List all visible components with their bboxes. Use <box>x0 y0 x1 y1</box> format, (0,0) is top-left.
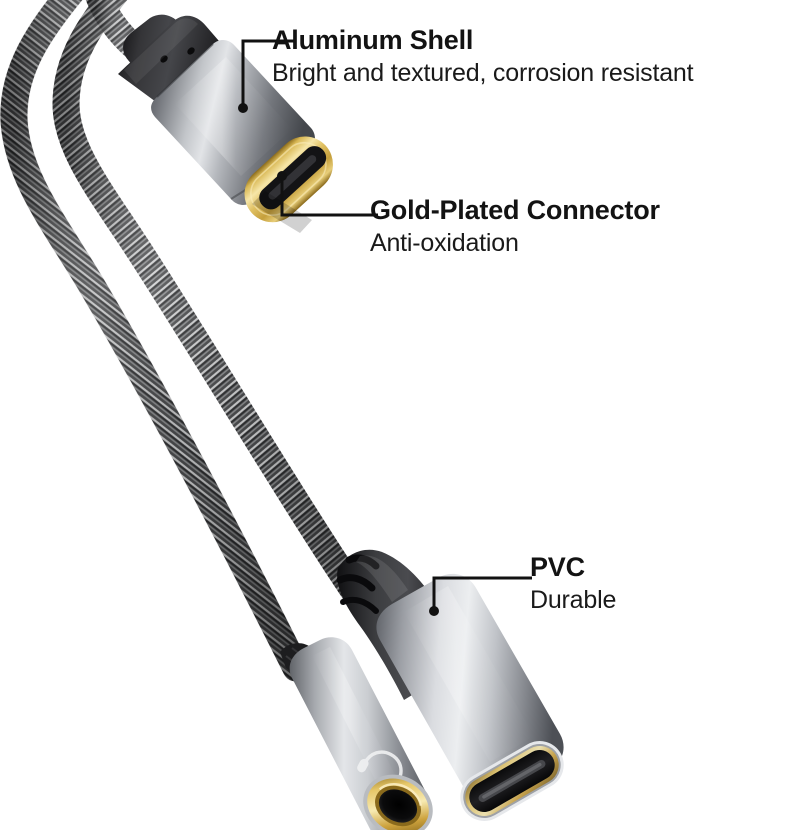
leader-dot-aluminum-shell <box>238 103 248 113</box>
callout-gold-connector: Gold-Plated Connector Anti-oxidation <box>370 196 660 258</box>
boot-rib <box>340 596 379 614</box>
boot-pin-hole <box>160 55 168 63</box>
boot-rib <box>345 554 380 570</box>
audio-jack-opening <box>363 774 433 830</box>
usb-c-male-gold-tip <box>244 136 333 233</box>
usb-c-male-connector <box>118 14 333 233</box>
callout-gold-connector-subtitle: Anti-oxidation <box>370 229 519 258</box>
callout-pvc-title: PVC <box>530 552 585 582</box>
leader-line-pvc <box>432 576 532 611</box>
callout-gold-connector-title: Gold-Plated Connector <box>370 195 660 225</box>
leader-dot-gold-connector <box>277 171 287 181</box>
usb-c-female-connector <box>336 549 564 821</box>
usb-c-female-port <box>460 741 564 821</box>
boot-rib <box>336 574 376 592</box>
leader-line-gold-connector <box>280 176 378 217</box>
boot-pin-hole <box>187 47 195 55</box>
leader-dot-pvc <box>429 606 439 616</box>
braided-cable-left <box>0 0 310 682</box>
braided-cable-right <box>52 0 374 614</box>
audio-jack-connector <box>280 637 433 830</box>
callout-leader-lines <box>238 39 532 616</box>
callout-aluminum-shell: Aluminum Shell Bright and textured, corr… <box>272 25 694 88</box>
callout-pvc-subtitle: Durable <box>530 586 617 615</box>
callout-aluminum-shell-title: Aluminum Shell <box>272 25 474 55</box>
callout-pvc: PVC Durable <box>530 553 616 615</box>
leader-line-aluminum-shell <box>241 39 296 108</box>
callout-aluminum-shell-subtitle: Bright and textured, corrosion resistant <box>272 59 694 88</box>
